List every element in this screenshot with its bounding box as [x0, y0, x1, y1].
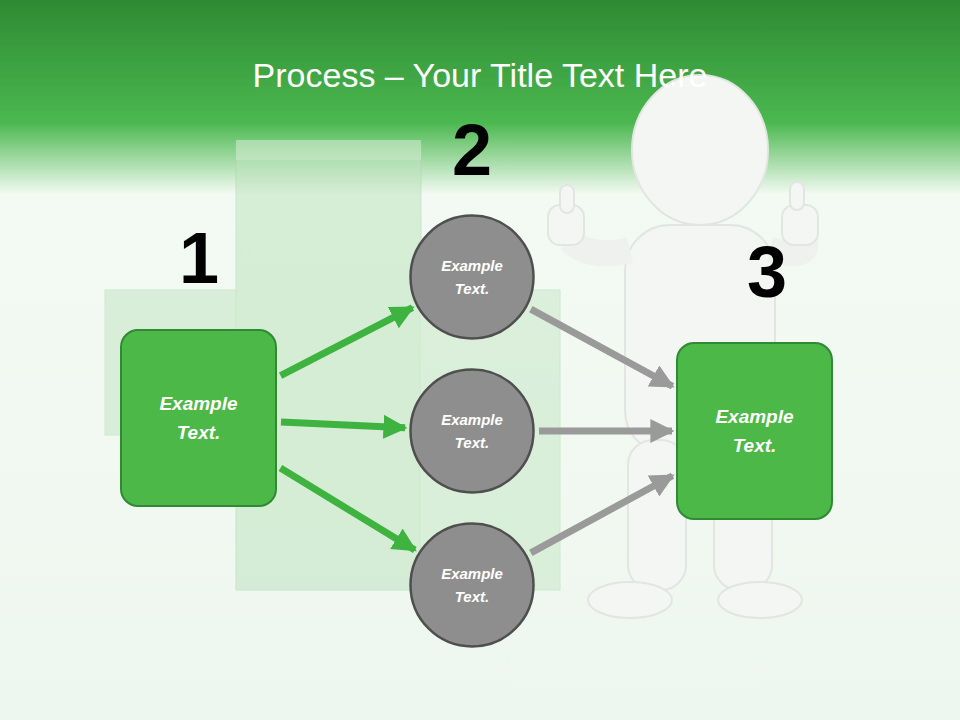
circle-outline [409, 368, 535, 494]
process-circle: Example Text. [409, 368, 535, 494]
node-text: Example Text. [430, 408, 514, 454]
process-circle: Example Text. [409, 214, 535, 340]
circle-fill [411, 370, 534, 493]
callout-number: 3 [717, 236, 817, 308]
cube-stack [105, 140, 560, 590]
flow-arrow [281, 422, 405, 428]
callout-number: 1 [149, 222, 249, 294]
flow-arrow [531, 476, 673, 553]
circle-fill [411, 524, 534, 647]
process-box: Example Text. [120, 329, 277, 507]
node-text: Example Text. [430, 562, 514, 608]
slide-title: Process – Your Title Text Here [0, 50, 960, 100]
node-text: Example Text. [430, 254, 514, 300]
callout-number: 2 [422, 114, 522, 186]
node-text: Example Text. [700, 402, 810, 460]
circle-outline [409, 214, 535, 340]
flow-arrow [539, 428, 672, 435]
flow-arrow [281, 308, 413, 376]
flow-arrow [280, 468, 414, 550]
circle-outline [409, 522, 535, 648]
node-text: Example Text. [144, 389, 254, 447]
process-box: Example Text. [676, 342, 833, 520]
circle-fill [411, 216, 534, 339]
flow-arrow [531, 309, 673, 386]
process-circle: Example Text. [409, 522, 535, 648]
